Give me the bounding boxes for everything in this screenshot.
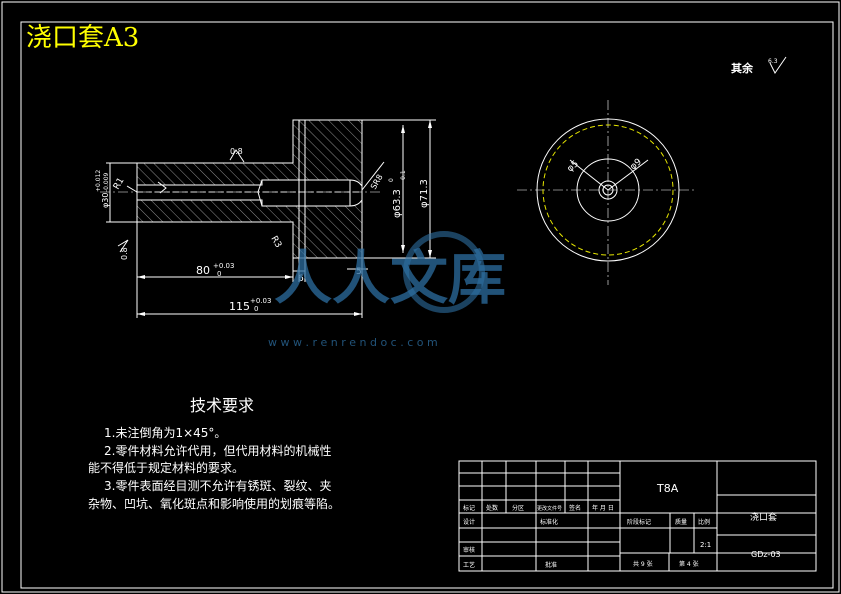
sprue-circle-5 [602,184,614,196]
roughness-mark-icon-2 [157,181,167,194]
svg-text:0.8: 0.8 [230,147,243,156]
svg-text:+0.03: +0.03 [250,297,271,305]
svg-text:质量: 质量 [675,518,687,526]
surface-note-value: 6.3 [768,58,778,65]
section-view: 80 +0.03 0 115 +0.03 0 6 5 φ71.3 φ63.3 0… [95,119,436,318]
watermark-logo-icon [403,231,485,313]
watermark-url: w w w . r e n r e n d o c . c o m [268,336,438,349]
flange-circle [542,124,674,256]
title-block: T8A 浇口套 GDz-03 标记 处数 分区 更改文件号 签名 年 月 日 设… [458,460,817,572]
surface-note: 其余 6.3 [731,56,787,75]
dim-6: 6 [298,274,304,284]
svg-text:杂物、凹坑、氧化斑点和影响使用的划痕等陷。: 杂物、凹坑、氧化斑点和影响使用的划痕等陷。 [88,496,340,511]
roughness-mark-icon [229,149,245,163]
svg-text:标准化: 标准化 [540,518,558,526]
svg-text:批准: 批准 [545,561,557,569]
surface-note-label: 其余 [731,61,754,75]
sr-radius: SR8 [369,173,385,191]
svg-text:共 9 张: 共 9 张 [633,560,653,568]
svg-text:3.零件表面经目测不允许有锈斑、裂纹、夹: 3.零件表面经目测不允许有锈斑、裂纹、夹 [104,478,331,493]
dia-63: φ63.3 [392,189,403,218]
svg-text:分区: 分区 [512,504,524,512]
tech-req-heading: 技术要求 [190,396,254,415]
svg-text:2.零件材料允许代用，但代用材料的机械性: 2.零件材料允许代用，但代用材料的机械性 [104,443,331,458]
svg-text:1.未注倒角为1×45°。: 1.未注倒角为1×45°。 [104,425,226,440]
watermark: 人人文库 w w w . r e n r e n d o c . c o m [268,231,506,349]
svg-text:-0.009: -0.009 [103,172,110,192]
watermark-brand: 人人文库 [274,244,506,312]
svg-text:0: 0 [217,270,221,278]
scale-value: 2:1 [700,541,711,549]
svg-text:+0.012: +0.012 [95,170,102,192]
svg-text:标记: 标记 [463,504,475,512]
dim-80: 80 [196,264,210,277]
svg-text:0.8: 0.8 [120,247,129,260]
svg-text:能不得低于规定材料的要求。: 能不得低于规定材料的要求。 [88,460,244,475]
inner-frame [20,21,834,589]
svg-text:设计: 设计 [463,518,475,526]
roughness-symbol-icon [769,56,787,74]
svg-text:签名: 签名 [569,504,581,512]
material: T8A [656,482,679,495]
svg-text:更改文件号: 更改文件号 [537,505,562,512]
svg-text:第 4 张: 第 4 张 [679,560,699,568]
drawing-number: GDz-03 [751,550,781,559]
svg-text:0: 0 [254,305,258,313]
dim-5: 5 [356,267,362,277]
part-name: 浇口套 [750,511,777,523]
end-view: φ5 φ9 [517,100,697,285]
dia-5-label: φ5 [566,159,581,174]
outer-circle [536,118,680,262]
svg-text:比例: 比例 [698,518,710,526]
svg-text:-0.1: -0.1 [400,170,407,182]
dia-9-label: φ9 [629,157,645,172]
dia-71: φ71.3 [419,179,430,208]
svg-text:0: 0 [388,178,395,182]
sprue-circle-9 [598,180,618,200]
svg-text:工艺: 工艺 [463,561,475,569]
svg-text:年 月 日: 年 月 日 [592,504,614,512]
shank-circle [576,158,640,222]
r1-radius: R1 [112,176,127,191]
svg-text:处数: 处数 [486,504,498,512]
svg-text:+0.03: +0.03 [213,262,234,270]
technical-requirements: 技术要求 1.未注倒角为1×45°。 2.零件材料允许代用，但代用材料的机械性 … [88,396,340,511]
roughness-mark-icon-3 [117,239,129,253]
dia-30: φ30 [101,193,110,208]
svg-text:审核: 审核 [463,546,475,554]
svg-text:阶段标记: 阶段标记 [627,518,651,526]
dim-115: 115 [229,300,250,313]
drawing-title: 浇口套A3 [26,23,139,53]
